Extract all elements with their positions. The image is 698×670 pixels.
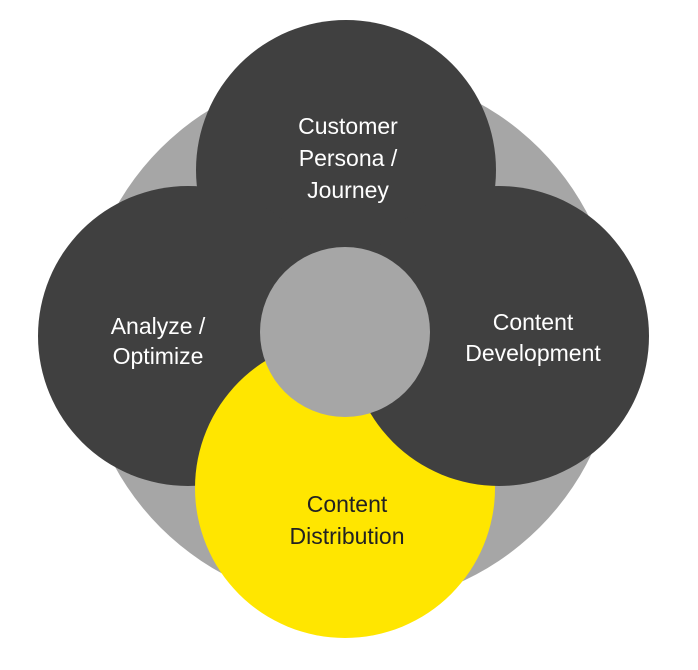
stage-label-bottom: Content Distribution xyxy=(289,491,404,549)
stage-label-top: Customer Persona / Journey xyxy=(298,113,398,203)
stage-label-left: Analyze / Optimize xyxy=(111,313,206,369)
stage-label-top-line3: Journey xyxy=(307,177,389,203)
stage-label-right-line2: Development xyxy=(465,340,601,366)
stage-label-left-line1: Analyze / xyxy=(111,313,206,339)
stage-label-top-line2: Persona / xyxy=(299,145,398,171)
stage-label-bottom-line2: Distribution xyxy=(289,523,404,549)
stage-label-left-line2: Optimize xyxy=(113,343,204,369)
stage-label-right-line1: Content xyxy=(493,309,574,335)
stage-label-top-line1: Customer xyxy=(298,113,398,139)
center-hub xyxy=(260,247,430,417)
stage-circle-right xyxy=(349,186,649,486)
stage-label-bottom-line1: Content xyxy=(307,491,388,517)
stage-label-right: Content Development xyxy=(465,309,601,366)
